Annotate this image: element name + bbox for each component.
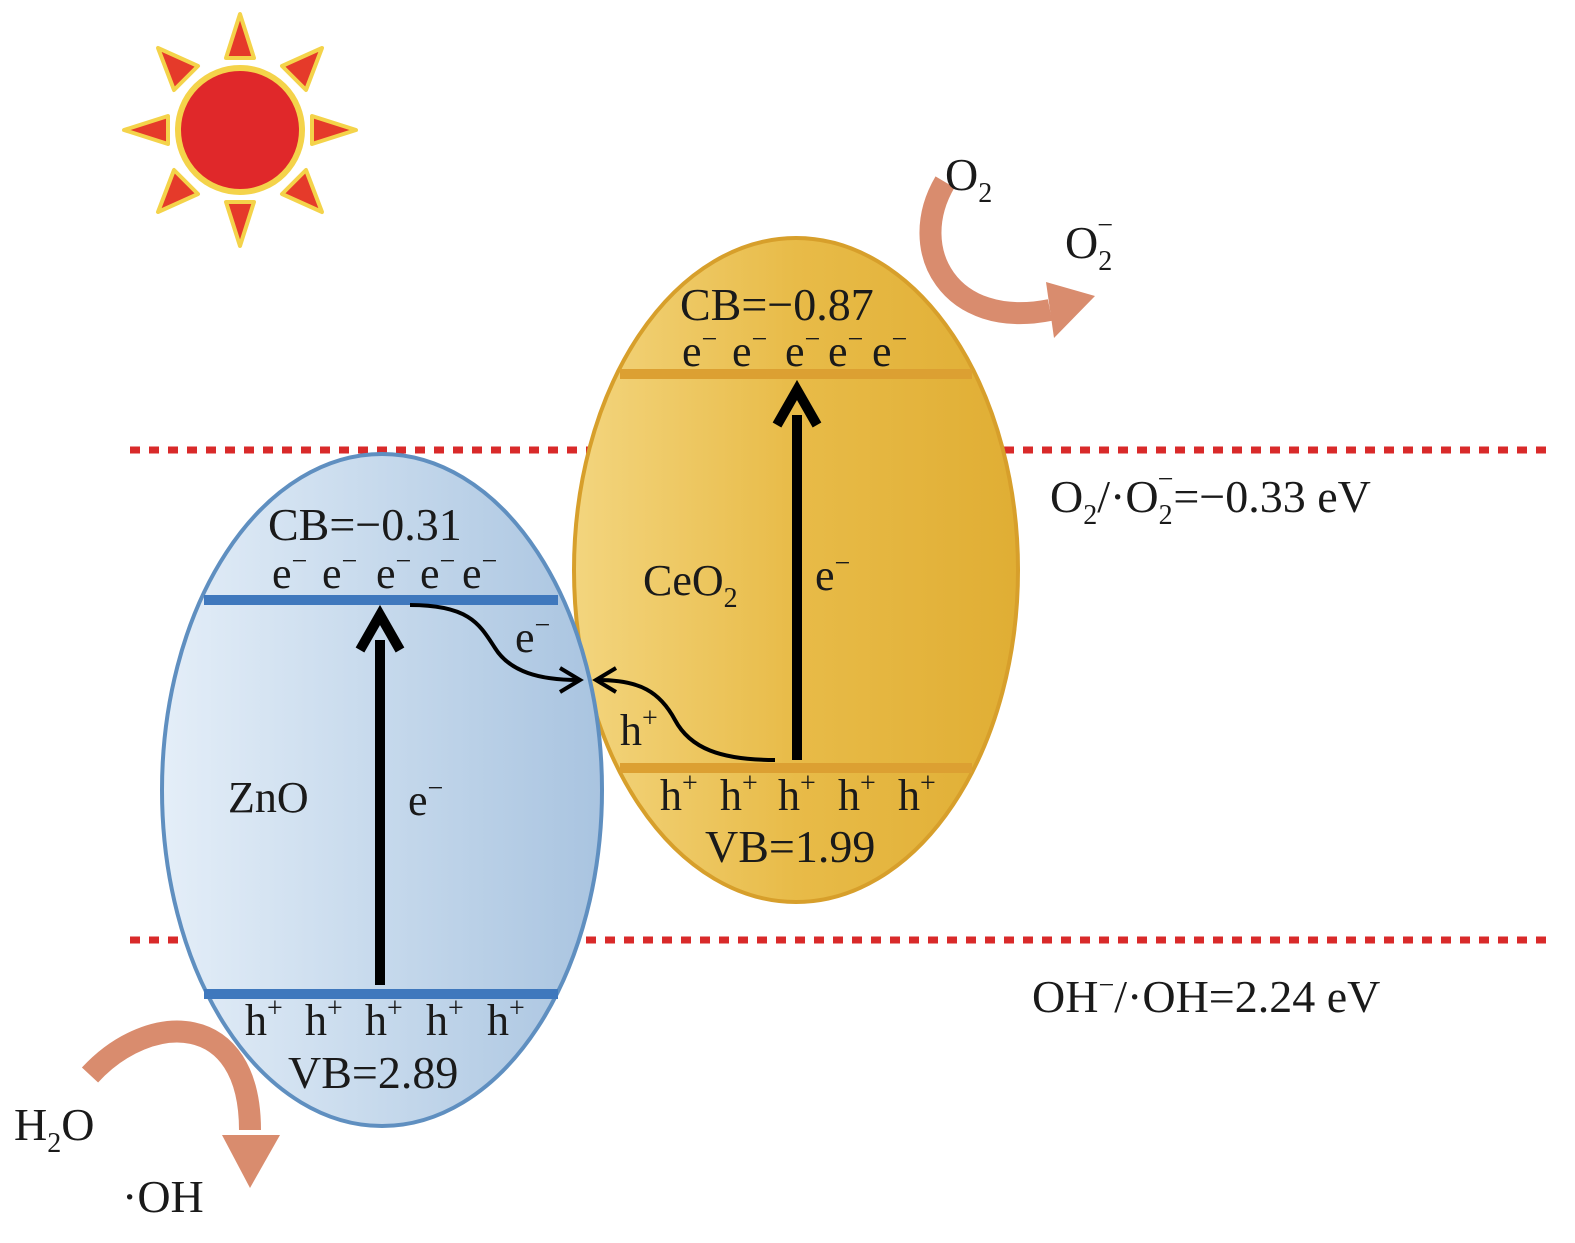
zno-excitation-arrow xyxy=(355,604,405,985)
zno-electrons: e− e− e− e− e− xyxy=(272,546,497,598)
svg-text:e−: e− xyxy=(732,324,767,376)
o2-reactant-label: O2 xyxy=(945,149,992,209)
ceo2-excitation-arrow xyxy=(772,379,822,760)
oh-potential-label: OH−/·OH=2.24 eV xyxy=(1032,970,1380,1022)
svg-text:h+: h+ xyxy=(660,768,698,820)
svg-text:h+: h+ xyxy=(720,768,758,820)
svg-text:h+: h+ xyxy=(245,993,283,1045)
svg-text:e−: e− xyxy=(785,324,820,376)
zno-name: ZnO xyxy=(228,773,309,822)
svg-text:e−: e− xyxy=(322,546,357,598)
svg-text:e−: e− xyxy=(420,546,455,598)
svg-text:e−: e− xyxy=(272,546,307,598)
svg-text:h+: h+ xyxy=(838,768,876,820)
curved-arrow-icon xyxy=(81,1020,280,1188)
ceo2-vb-label: VB=1.99 xyxy=(705,821,875,872)
svg-text:e−: e− xyxy=(462,546,497,598)
svg-text:h+: h+ xyxy=(365,993,403,1045)
ceo2-name: CeO2 xyxy=(643,556,738,614)
svg-text:h+: h+ xyxy=(898,768,936,820)
transfer-electron-label: e− xyxy=(515,610,550,662)
zno-cb-label: CB=−0.31 xyxy=(268,499,462,550)
curved-arrow-icon xyxy=(919,176,1095,338)
svg-text:e−: e− xyxy=(376,546,411,598)
ceo2-holes: h+ h+ h+ h+ h+ xyxy=(660,768,936,820)
transfer-hole-label: h+ xyxy=(620,703,658,755)
svg-text:h+: h+ xyxy=(487,993,525,1045)
svg-text:e−: e− xyxy=(828,324,863,376)
svg-text:h+: h+ xyxy=(426,993,464,1045)
hole-transfer-arrow xyxy=(592,666,776,762)
svg-text:h+: h+ xyxy=(778,768,816,820)
o2-potential-label: O2/·O2−=−0.33 eV xyxy=(1050,464,1371,531)
h2o-label: H2O xyxy=(14,1099,94,1159)
zno-vb-label: VB=2.89 xyxy=(288,1047,458,1098)
ceo2-cb-label: CB=−0.87 xyxy=(680,279,874,330)
sun-icon xyxy=(122,12,358,248)
o2-radical-label: O2− xyxy=(1065,210,1113,277)
ceo2-excited-electron: e− xyxy=(815,548,850,600)
svg-text:e−: e− xyxy=(682,324,717,376)
zno-excited-electron: e− xyxy=(408,773,443,825)
electron-transfer-arrow xyxy=(409,603,584,694)
zno-holes: h+ h+ h+ h+ h+ xyxy=(245,993,525,1045)
ceo2-electrons: e− e− e− e− e− xyxy=(682,324,907,376)
oh-radical-label: ·OH xyxy=(122,1171,204,1222)
svg-text:e−: e− xyxy=(872,324,907,376)
svg-text:h+: h+ xyxy=(305,993,343,1045)
